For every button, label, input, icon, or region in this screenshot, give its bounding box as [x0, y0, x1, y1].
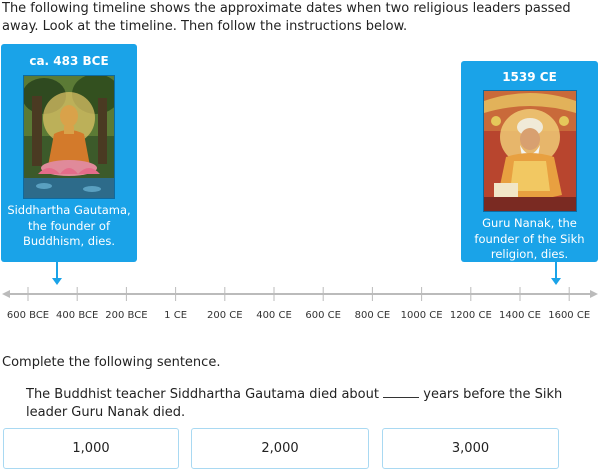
- pointer-arrow-right-head: [551, 278, 561, 285]
- timeline-tick-label: 1 CE: [164, 310, 188, 321]
- timeline: 600 BCE 400 BCE 200 BCE 1 CE 200 CE 400 CE 600…: [0, 282, 600, 322]
- event-caption: Guru Nanak, the founder of the Sikh reli…: [474, 216, 585, 261]
- timeline-tick-label: 1200 CE: [449, 310, 492, 321]
- buddha-portrait-image: [23, 75, 115, 199]
- prompt-text: Complete the following sentence.: [2, 355, 221, 370]
- timeline-tick-label: 1600 CE: [548, 310, 591, 321]
- timeline-axis: [2, 287, 598, 301]
- answer-blank: [383, 385, 420, 398]
- guru-nanak-portrait-image: [482, 90, 577, 212]
- timeline-tick-label: 1000 CE: [400, 310, 443, 321]
- timeline-tick-label: 200 BCE: [105, 310, 148, 321]
- timeline-tick-label: 800 CE: [354, 310, 391, 321]
- pointer-arrow-left-head: [52, 278, 62, 285]
- instructions-text: The following timeline shows the approxi…: [2, 1, 571, 34]
- timeline-tick-label: 400 CE: [256, 310, 292, 321]
- event-date: 1539 CE: [502, 70, 557, 84]
- answer-choice-2[interactable]: 2,000: [191, 428, 369, 469]
- timeline-left-arrowhead: [2, 290, 10, 298]
- timeline-right-arrowhead: [590, 290, 598, 298]
- event-card-siddhartha: ca. 483 BCE Siddhartha Gautama, the f: [1, 44, 137, 262]
- event-card-guru-nanak: 1539 CE Guru Nanak, the founder of the S…: [461, 61, 598, 262]
- question-sentence: The Buddhist teacher Siddhartha Gautama …: [26, 385, 596, 422]
- pointer-arrow-left: [56, 262, 58, 278]
- event-caption: Siddhartha Gautama, the founder of Buddh…: [7, 203, 131, 248]
- pointer-arrow-right: [555, 262, 557, 278]
- timeline-tick-label: 600 CE: [305, 310, 341, 321]
- timeline-tick-label: 200 CE: [207, 310, 243, 321]
- answer-choice-3[interactable]: 3,000: [382, 428, 559, 469]
- event-date: ca. 483 BCE: [29, 54, 109, 68]
- timeline-tick-label: 600 BCE: [6, 310, 50, 321]
- timeline-tick-label: 400 BCE: [56, 310, 99, 321]
- question-text-after: years before the Sikh leader Guru Nanak …: [26, 387, 563, 420]
- question-text-before: The Buddhist teacher Siddhartha Gautama …: [26, 387, 379, 402]
- answer-choice-1[interactable]: 1,000: [3, 428, 179, 469]
- timeline-tick-label: 1400 CE: [499, 310, 541, 321]
